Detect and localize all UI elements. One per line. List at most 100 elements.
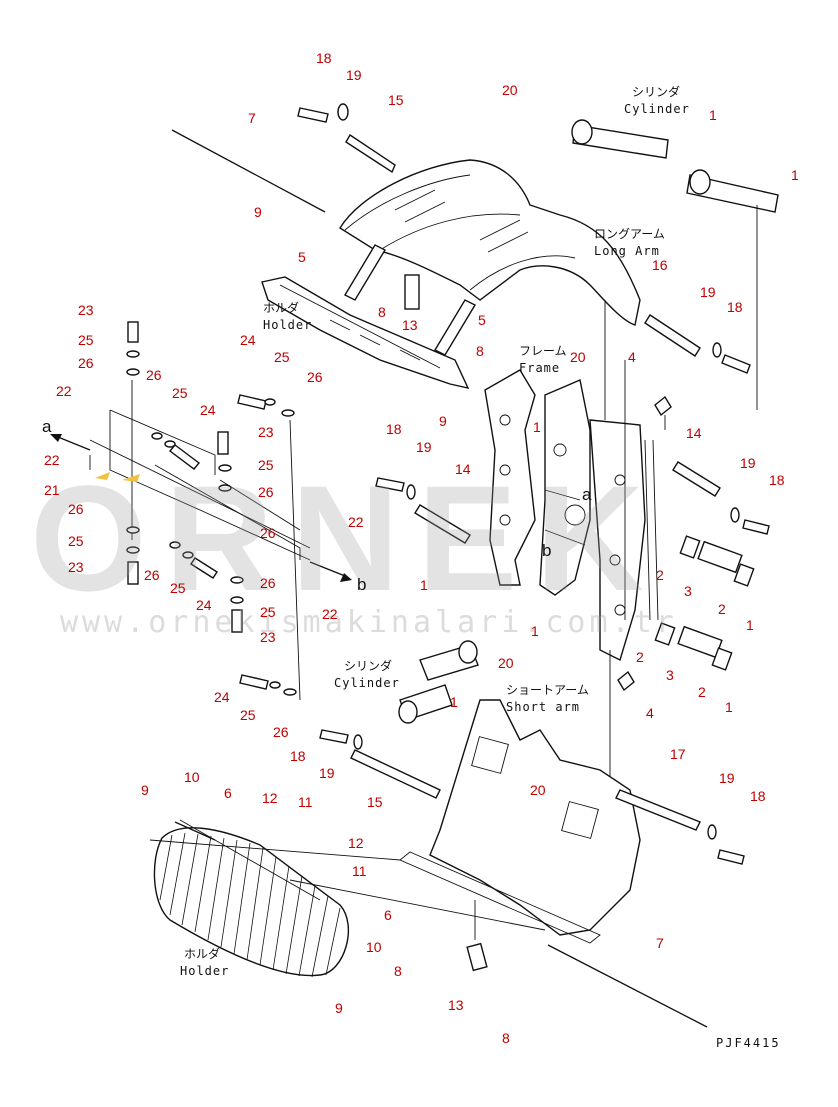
- callout-number: 3: [684, 583, 692, 599]
- label-cylinder-top-jp: シリンダ: [632, 84, 680, 99]
- label-frame-en: Frame: [519, 361, 560, 375]
- callout-number: 4: [646, 705, 654, 721]
- part-labels: シリンダ Cylinder ロングアーム Long Arm ホルダ Holder…: [42, 84, 781, 1050]
- callout-number: 23: [78, 302, 94, 318]
- callout-number: 6: [224, 785, 232, 801]
- callout-number: 11: [298, 794, 313, 810]
- callout-number: 19: [740, 455, 756, 471]
- ref-b-frame: b: [542, 541, 551, 560]
- callout-number: 24: [196, 597, 212, 613]
- short-arm: [429, 699, 641, 936]
- pin-15-top: [345, 134, 396, 174]
- callout-number: 13: [448, 997, 464, 1013]
- callout-number: 7: [656, 935, 664, 951]
- callout-number: 2: [698, 684, 706, 700]
- callout-number: 8: [476, 343, 484, 359]
- callout-number: 22: [44, 452, 60, 468]
- callout-number: 25: [260, 604, 276, 620]
- callout-number: 25: [170, 580, 186, 596]
- callout-number: 1: [725, 699, 733, 715]
- label-short-arm-en: Short arm: [506, 700, 580, 714]
- callout-number: 18: [727, 299, 743, 315]
- label-cylinder-top-en: Cylinder: [624, 102, 690, 116]
- drawing-lines: [50, 103, 779, 1028]
- callout-number: 5: [478, 312, 486, 328]
- callout-number: 22: [322, 606, 338, 622]
- callout-number: 23: [258, 424, 274, 440]
- callout-number: 1: [420, 577, 428, 593]
- callout-number: 13: [402, 317, 418, 333]
- pin-16: [644, 314, 701, 357]
- callout-number: 15: [367, 794, 383, 810]
- callout-number: 14: [686, 425, 702, 441]
- callout-number: 24: [240, 332, 256, 348]
- callout-number: 18: [386, 421, 402, 437]
- callout-number: 8: [502, 1030, 510, 1046]
- callout-number: 4: [628, 349, 636, 365]
- callout-number: 20: [530, 782, 546, 798]
- callout-number: 26: [258, 484, 274, 500]
- callout-number: 9: [254, 204, 262, 220]
- callout-number: 23: [68, 559, 84, 575]
- callout-number: 25: [68, 533, 84, 549]
- callout-number: 25: [240, 707, 256, 723]
- callout-number: 8: [378, 304, 386, 320]
- callout-number: 20: [502, 82, 518, 98]
- callout-number: 19: [346, 67, 362, 83]
- drawing-code: PJF4415: [716, 1036, 781, 1050]
- callout-number: 20: [570, 349, 586, 365]
- frame-plate-middle: [539, 379, 591, 596]
- upper-holder: [261, 276, 470, 389]
- callout-number: 1: [531, 623, 539, 639]
- callout-number: 8: [394, 963, 402, 979]
- callout-number: 1: [791, 167, 799, 183]
- callout-number: 19: [700, 284, 716, 300]
- callout-number: 26: [260, 525, 276, 541]
- callout-number: 5: [298, 249, 306, 265]
- label-holder-bot-jp: ホルダ: [184, 946, 220, 961]
- callout-number: 22: [56, 383, 72, 399]
- callout-number: 19: [416, 439, 432, 455]
- frame-plate-right: [589, 419, 646, 661]
- callout-number: 1: [533, 419, 541, 435]
- callout-number: 9: [335, 1000, 343, 1016]
- ref-b-right: b: [357, 575, 366, 594]
- callout-number: 2: [718, 601, 726, 617]
- callout-number: 21: [44, 482, 60, 498]
- callout-number: 20: [498, 655, 514, 671]
- callout-number: 26: [68, 501, 84, 517]
- label-short-arm-jp: ショートアーム: [506, 683, 589, 697]
- callout-number: 2: [656, 567, 664, 583]
- callout-number: 18: [316, 50, 332, 66]
- callout-number: 18: [290, 748, 306, 764]
- watermark-logo: ORNEK: [30, 454, 662, 622]
- label-long-arm-jp: ロングアーム: [594, 227, 665, 241]
- callout-number: 26: [307, 369, 323, 385]
- callout-number: 2: [636, 649, 644, 665]
- callout-number: 23: [260, 629, 276, 645]
- long-arm-jaw: [339, 159, 641, 326]
- callout-number: 26: [78, 355, 94, 371]
- frame-plate-left: [484, 369, 536, 586]
- callout-number: 12: [262, 790, 278, 806]
- callout-number: 9: [141, 782, 149, 798]
- callout-number: 25: [258, 457, 274, 473]
- callout-number: 19: [719, 770, 735, 786]
- callout-number: 18: [750, 788, 766, 804]
- callout-number: 6: [384, 907, 392, 923]
- callout-number: 24: [200, 402, 216, 418]
- label-holder-top-en: Holder: [263, 318, 312, 332]
- label-cylinder-mid-jp: シリンダ: [344, 658, 392, 673]
- callout-number: 17: [670, 746, 686, 762]
- ref-a-left: a: [42, 417, 52, 436]
- callout-number: 10: [366, 939, 382, 955]
- callout-number: 26: [260, 575, 276, 591]
- callout-number: 14: [455, 461, 471, 477]
- watermark-url: www.ornekismakinalari.com.tr: [60, 605, 678, 640]
- callout-number: 15: [388, 92, 404, 108]
- callout-number: 3: [666, 667, 674, 683]
- callout-number: 18: [769, 472, 785, 488]
- callout-number: 24: [214, 689, 230, 705]
